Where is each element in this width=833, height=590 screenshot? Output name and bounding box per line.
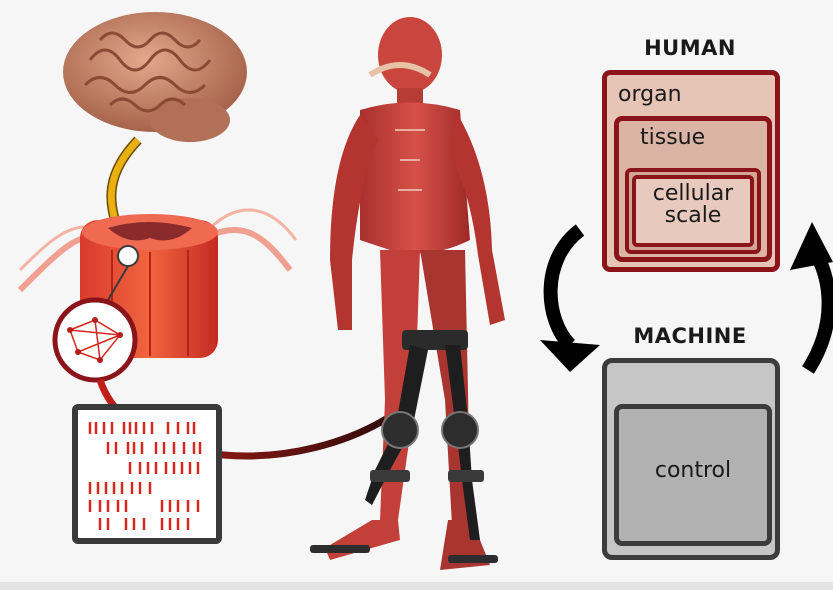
cellular-scale-line2: scale [632, 205, 754, 227]
human-title: HUMAN [600, 36, 780, 60]
control-label: control [614, 458, 772, 483]
brain-icon [63, 12, 247, 142]
spike-raster-card [72, 404, 222, 544]
neuron-network-icon [55, 300, 135, 380]
tissue-label: tissue [640, 125, 705, 150]
human-body-icon [325, 17, 505, 570]
cellular-scale-line1: cellular [632, 183, 754, 205]
spike-raster-icon [78, 410, 216, 538]
organ-label: organ [618, 82, 682, 107]
cellular-scale-label: cellular scale [632, 183, 754, 227]
machine-title: MACHINE [600, 324, 780, 348]
